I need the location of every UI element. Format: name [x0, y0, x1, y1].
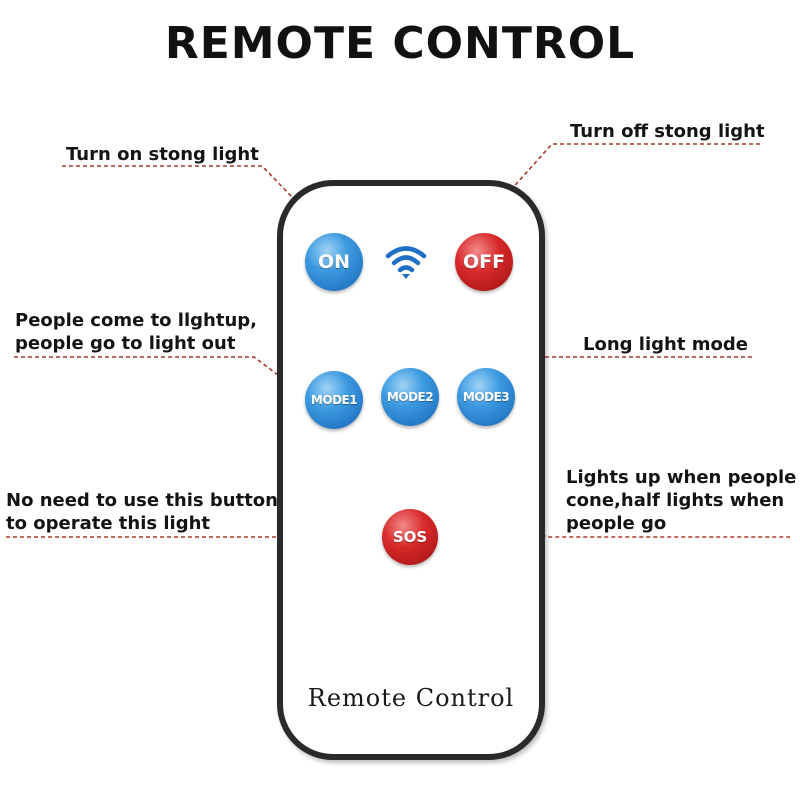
remote-brand-label: Remote Control [307, 684, 515, 712]
leader-line-on [62, 165, 323, 229]
off-button[interactable]: OFF [455, 233, 513, 291]
annotation-on: Turn on stong light [66, 144, 259, 165]
annotation-mode3: Long light mode [583, 334, 748, 355]
mode3-button[interactable]: MODE3 [457, 368, 515, 426]
annotation-off: Turn off stong light [570, 121, 765, 142]
annotation-mode1: People come to llghtup, people go to lig… [15, 310, 257, 354]
annotation-mode2: Lights up when people cone,half lights w… [566, 467, 797, 534]
leader-line-mode1 [14, 356, 307, 397]
page-title: REMOTE CONTROL [164, 18, 636, 69]
wifi-icon [385, 246, 427, 279]
annotation-sos: No need to use this button to operate th… [6, 490, 278, 534]
on-button[interactable]: ON [305, 233, 363, 291]
sos-button[interactable]: SOS [382, 509, 438, 565]
mode1-button[interactable]: MODE1 [305, 371, 363, 429]
mode2-button[interactable]: MODE2 [381, 368, 439, 426]
